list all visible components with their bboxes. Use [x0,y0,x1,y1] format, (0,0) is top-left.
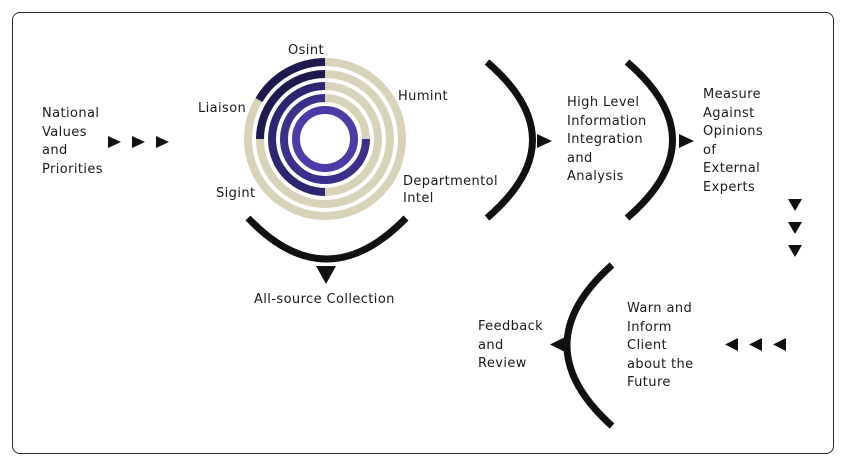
feedback-label: Feedback and Review [478,319,544,371]
arrow-left-icon [773,338,786,351]
source-liaison-label: Liaison [198,101,247,116]
left-arrows [725,338,786,351]
arrow-down-icon [788,199,802,211]
ring-humint-segment [280,94,370,184]
arrow-right-icon [132,136,145,148]
source-rings [244,58,406,220]
arrow-right-icon [679,134,694,148]
integration-label: High Level Information Integration and A… [567,95,647,184]
source-sigint-label: Sigint [216,186,256,201]
integration-bracket [484,59,536,221]
source-departmental-label: Departmentol Intel [403,174,499,206]
collection-label: All-source Collection [254,292,395,307]
arrow-right-icon [537,134,552,148]
arrow-down-icon [316,266,336,284]
warn-label: Warn and Inform Client about the Future [627,301,694,390]
arrow-right-icon [108,136,121,148]
ring-osint-segment [255,58,326,103]
ring-liaison-segment [256,70,326,140]
arrow-down-icon [788,245,802,257]
measure-bracket [624,59,676,221]
arrow-left-icon [725,338,738,351]
ring-inner-departmental [292,106,358,172]
ring-sigint-segment [268,82,326,196]
warn-bracket [563,262,615,429]
arrow-down-icon [788,222,802,234]
collection-bracket [245,215,409,263]
arrow-right-icon [156,136,169,148]
measure-label: Measure Against Opinions of External Exp… [703,87,764,195]
down-arrows [788,199,802,257]
national-values-label: National Values and Priorities [42,106,103,177]
arrow-left-icon [749,338,762,351]
diagram-frame [12,12,834,454]
input-arrows [108,136,169,148]
source-humint-label: Humint [398,89,449,104]
source-osint-label: Osint [288,43,324,58]
arrow-left-icon [550,337,565,352]
